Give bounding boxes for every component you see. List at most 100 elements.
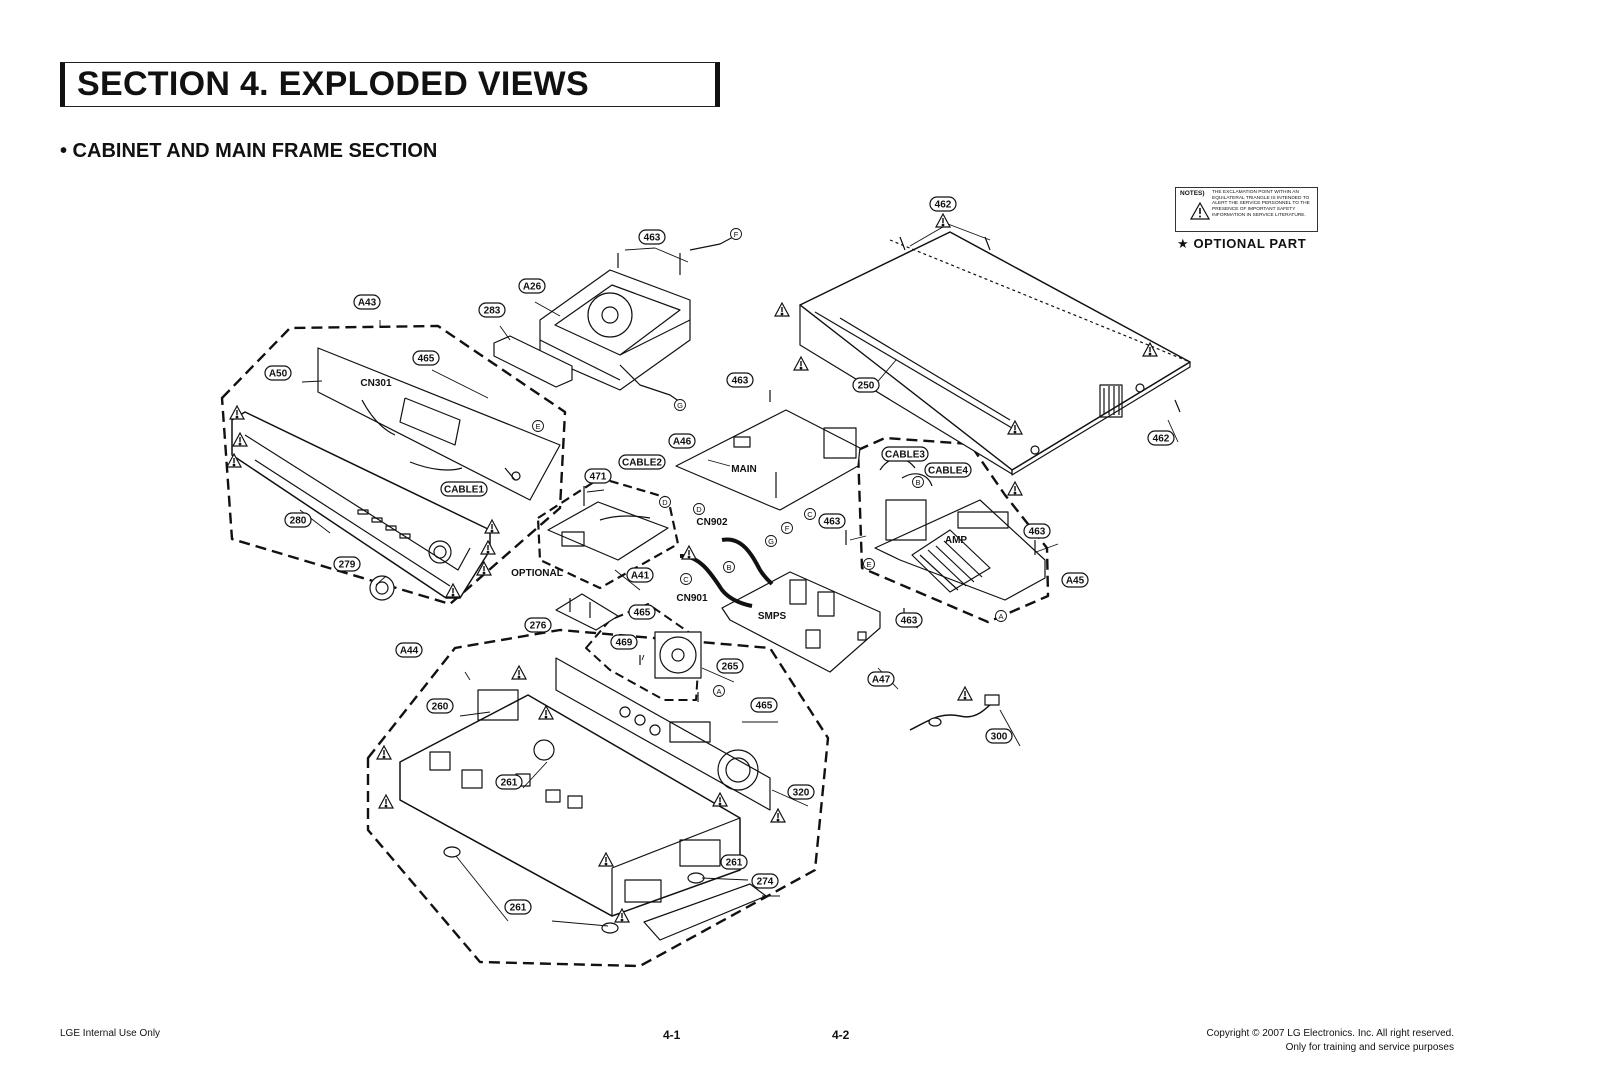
part-283-drawing xyxy=(493,335,573,388)
section-header-box: SECTION 4. EXPLODED VIEWS xyxy=(60,62,720,107)
callout-label: 320 xyxy=(793,788,810,799)
foot-261-bottom xyxy=(601,922,619,934)
front-panel-280-drawing xyxy=(231,411,491,599)
footer-copyright: Copyright © 2007 LG Electronics. Inc. Al… xyxy=(1206,1028,1454,1039)
warning-triangle-icon xyxy=(597,851,615,867)
callout-462: 462 xyxy=(929,196,957,212)
safety-notes-box: NOTES) THE EXCLAMATION POINT WITHIN AN E… xyxy=(1175,187,1318,232)
cable-cn902-drawing xyxy=(721,537,774,586)
smps-board-a47-drawing xyxy=(721,571,881,673)
callout-label: 465 xyxy=(634,608,651,619)
connector-letter-e: E xyxy=(532,420,544,432)
safety-warning-markers xyxy=(225,212,1159,923)
callout-label: 300 xyxy=(991,732,1008,743)
warning-triangle-icon xyxy=(711,791,729,807)
callout-463: 463 xyxy=(895,612,923,628)
callout-label: 274 xyxy=(757,877,774,888)
callout-a50: A50 xyxy=(264,365,292,381)
callout-cable4: CABLE4 xyxy=(924,462,972,478)
page-number-right: 4-2 xyxy=(832,1028,850,1042)
connector-letter-g: G xyxy=(765,535,777,547)
warning-triangle-icon xyxy=(956,685,974,701)
knob-279-drawing xyxy=(369,575,395,601)
fan-265-drawing xyxy=(654,631,702,679)
board-label-cn902: CN902 xyxy=(696,517,728,528)
callout-label: 261 xyxy=(501,778,518,789)
connector-letter-d: D xyxy=(659,496,671,508)
callout-283: 283 xyxy=(478,302,506,318)
callout-label: 279 xyxy=(339,560,356,571)
callout-label: 463 xyxy=(1029,527,1046,538)
callout-a43: A43 xyxy=(353,294,381,310)
warning-triangle-icon xyxy=(1006,419,1024,435)
callout-label: A50 xyxy=(269,369,288,380)
top-cover-250-drawing xyxy=(799,231,1191,476)
callout-label: 280 xyxy=(290,516,307,527)
callout-469: 469 xyxy=(610,634,638,650)
warning-triangle-icon xyxy=(475,560,493,576)
callout-265: 265 xyxy=(716,658,744,674)
callout-label: 465 xyxy=(756,701,773,712)
callout-cable1: CABLE1 xyxy=(440,481,488,497)
callout-label: 265 xyxy=(722,662,739,673)
callout-label: CABLE2 xyxy=(622,458,662,469)
connector-letter-a: A xyxy=(713,685,725,697)
callout-462: 462 xyxy=(1147,430,1175,446)
connector-letter-b: B xyxy=(912,476,924,488)
callout-300: 300 xyxy=(985,728,1013,744)
connector-letter-text: F xyxy=(785,524,790,533)
callout-279: 279 xyxy=(333,556,361,572)
connector-letter-text: E xyxy=(535,422,540,431)
warning-triangle-icon xyxy=(680,544,698,560)
connector-letter-b: B xyxy=(723,561,735,573)
callout-261: 261 xyxy=(495,774,523,790)
optional-board-a41-drawing xyxy=(547,501,669,561)
display-board-a50-drawing xyxy=(317,347,561,501)
callout-463: 463 xyxy=(818,513,846,529)
connector-letter-text: A xyxy=(998,612,1003,621)
warning-triangle-icon xyxy=(483,518,501,534)
callout-320: 320 xyxy=(787,784,815,800)
connector-letter-text: D xyxy=(662,498,668,507)
section-title: SECTION 4. EXPLODED VIEWS xyxy=(77,65,589,103)
callout-471: 471 xyxy=(584,468,612,484)
warning-triangle-icon xyxy=(769,807,787,823)
warning-triangle-icon xyxy=(1141,341,1159,357)
callout-label: 462 xyxy=(1153,434,1170,445)
callout-label: 463 xyxy=(824,517,841,528)
warning-triangle-icon xyxy=(1190,202,1210,220)
section-subtitle: • CABINET AND MAIN FRAME SECTION xyxy=(60,140,438,162)
warning-triangle-icon xyxy=(792,355,810,371)
callout-label: A41 xyxy=(631,571,650,582)
callout-label: A46 xyxy=(673,437,692,448)
warning-triangle-icon xyxy=(537,704,555,720)
connector-letter-text: C xyxy=(807,510,813,519)
connector-letter-text: C xyxy=(683,575,689,584)
connector-letter-a: A xyxy=(995,610,1007,622)
cable-cn901-drawing xyxy=(679,553,753,608)
connector-letter-text: E xyxy=(866,560,871,569)
board-label-cn301: CN301 xyxy=(360,378,392,389)
part-276-drawing xyxy=(555,593,619,631)
connector-letter-text: F xyxy=(734,230,739,239)
warning-triangle-icon xyxy=(231,431,249,447)
callout-465: 465 xyxy=(412,350,440,366)
warning-triangle-icon xyxy=(225,452,243,468)
callout-261: 261 xyxy=(720,854,748,870)
warning-triangle-icon xyxy=(934,212,952,228)
amp-board-a45-drawing xyxy=(874,457,1046,601)
connector-letter-f: F xyxy=(781,522,793,534)
warning-triangle-icon xyxy=(228,404,246,420)
connector-letter-c: C xyxy=(680,573,692,585)
connector-letter-c: C xyxy=(804,508,816,520)
callout-a46: A46 xyxy=(668,433,696,449)
callout-label: 283 xyxy=(484,306,501,317)
footer-training: Only for training and service purposes xyxy=(1285,1042,1454,1053)
connector-letter-text: A xyxy=(716,687,721,696)
warning-triangle-icon xyxy=(444,582,462,598)
callout-label: 471 xyxy=(590,472,607,483)
